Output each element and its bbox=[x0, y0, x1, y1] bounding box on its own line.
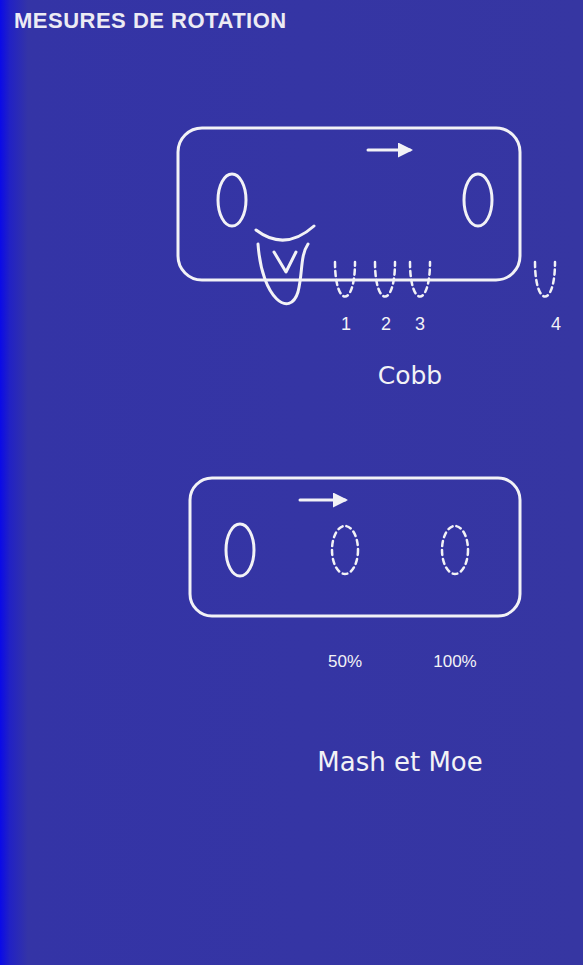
pedicle bbox=[226, 524, 254, 576]
rotation-arrow bbox=[368, 149, 410, 152]
callout-number: 2 bbox=[381, 314, 391, 335]
lamina bbox=[256, 226, 314, 240]
slide-title: MESURES DE ROTATION bbox=[14, 8, 287, 34]
callout-number: 3 bbox=[415, 314, 425, 335]
pedicle-position bbox=[332, 526, 358, 574]
callout-number: 1 bbox=[341, 314, 351, 335]
method-name: Mash et Moe bbox=[317, 748, 482, 778]
pedicle bbox=[464, 174, 492, 226]
spinous-position bbox=[410, 262, 430, 297]
pedicle-position bbox=[442, 526, 468, 574]
spinous-position bbox=[335, 262, 355, 297]
rotation-arrow bbox=[300, 499, 345, 502]
vertebral-body bbox=[190, 478, 520, 616]
spinous-position bbox=[375, 262, 395, 297]
spinous-process bbox=[258, 244, 308, 304]
percentage-label: 50% bbox=[328, 652, 362, 672]
spinous-process bbox=[274, 252, 296, 272]
method-name: Cobb bbox=[378, 362, 443, 391]
callout-number: 4 bbox=[551, 314, 561, 335]
vertebral-body bbox=[178, 128, 520, 280]
spinous-position bbox=[535, 262, 555, 297]
percentage-label: 100% bbox=[433, 652, 476, 672]
pedicle bbox=[218, 174, 246, 226]
